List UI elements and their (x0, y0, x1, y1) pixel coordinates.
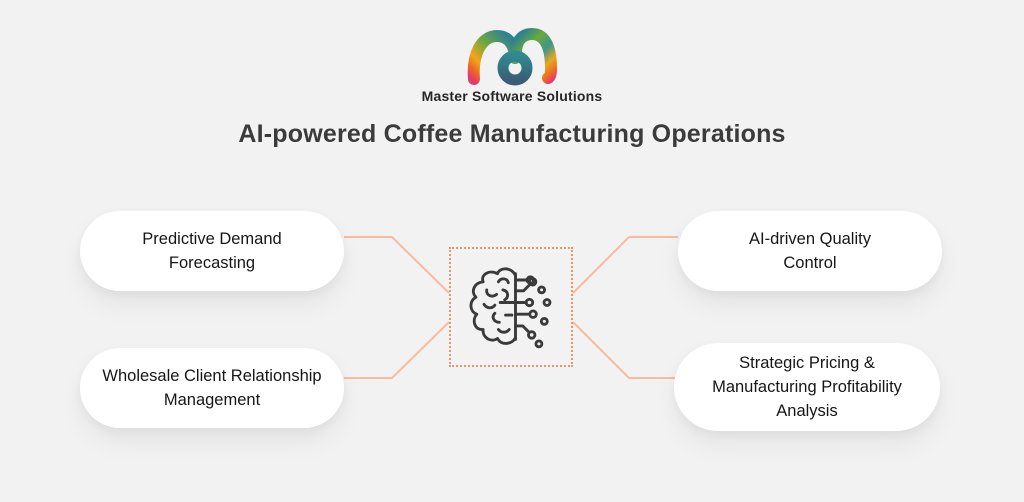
node-wholesale-client-relationship-management: Wholesale Client Relationship Management (80, 348, 344, 428)
node-label: Predictive Demand Forecasting (142, 230, 282, 272)
ai-brain-circuit-icon (469, 267, 552, 349)
brand-header: Master Software Solutions (0, 25, 1024, 104)
connector-bottom-left (344, 321, 450, 379)
node-predictive-demand-forecasting: Predictive Demand Forecasting (80, 211, 344, 291)
ai-core-box (449, 247, 573, 367)
node-strategic-pricing-manufacturing-profitability-analysis: Strategic Pricing & Manufacturing Profit… (674, 343, 940, 431)
node-label: Strategic Pricing & Manufacturing Profit… (712, 354, 902, 420)
brand-logo-icon (467, 27, 558, 86)
connector-bottom-right (572, 321, 676, 379)
connector-top-right (572, 236, 678, 294)
connector-top-left (344, 236, 450, 294)
node-label: AI-driven Quality Control (749, 230, 871, 272)
node-label: Wholesale Client Relationship Management (102, 367, 322, 409)
brand-name: Master Software Solutions (421, 88, 603, 104)
node-ai-driven-quality-control: AI-driven Quality Control (678, 211, 942, 291)
page-title: AI-powered Coffee Manufacturing Operatio… (238, 120, 786, 148)
